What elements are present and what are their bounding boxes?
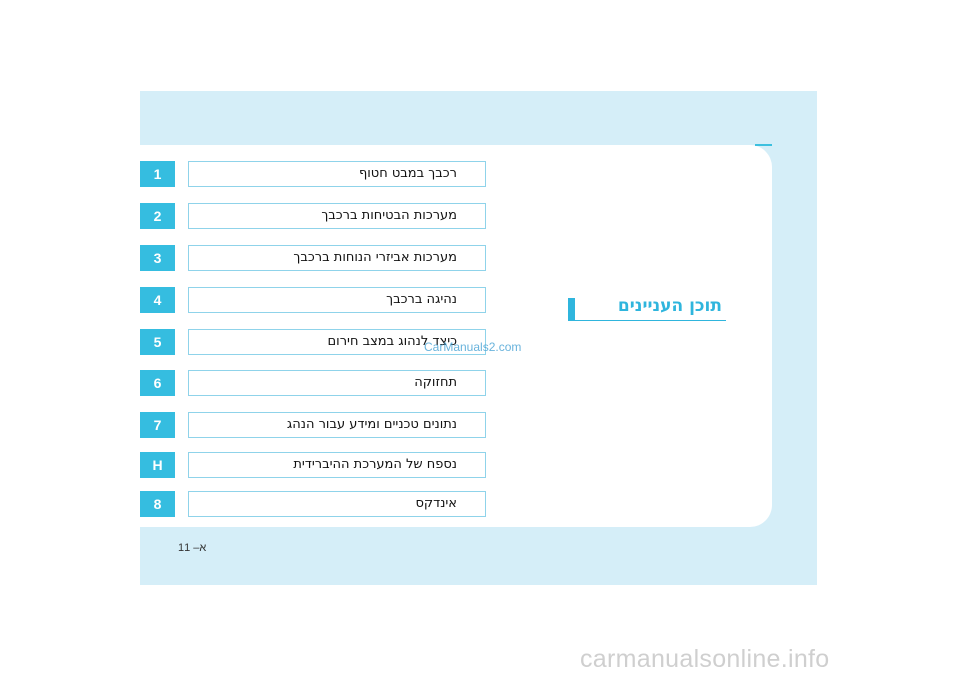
page-number: א– 11 <box>178 542 207 554</box>
toc-label: נהיגה ברכבך <box>188 287 486 313</box>
toc-label: נספח של המערכת ההיברידית <box>188 452 486 478</box>
toc-number: 7 <box>140 412 175 438</box>
toc-number: 6 <box>140 370 175 396</box>
toc-item-5[interactable]: 5 כיצד לנהוג במצב חירום <box>140 329 486 355</box>
heading-accent-bar <box>568 298 575 320</box>
page-title: תוכן העניינים <box>617 296 722 316</box>
toc-number: 4 <box>140 287 175 313</box>
toc-number: 2 <box>140 203 175 229</box>
watermark-bottom: carmanualsonline.info <box>580 645 830 673</box>
toc-number: 3 <box>140 245 175 271</box>
toc-number: H <box>140 452 175 478</box>
toc-number: 1 <box>140 161 175 187</box>
toc-number: 8 <box>140 491 175 517</box>
toc-item-3[interactable]: 3 מערכות אביזרי הנוחות ברכבך <box>140 245 486 271</box>
toc-label: רכבך במבט חטוף <box>188 161 486 187</box>
section-heading: תוכן העניינים <box>568 296 728 322</box>
heading-underline <box>568 320 726 321</box>
toc-item-1[interactable]: 1 רכבך במבט חטוף <box>140 161 486 187</box>
toc-number: 5 <box>140 329 175 355</box>
watermark-middle: CarManuals2.com <box>424 340 522 354</box>
toc-label: תחזוקה <box>188 370 486 396</box>
toc-item-4[interactable]: 4 נהיגה ברכבך <box>140 287 486 313</box>
toc-label: מערכות אביזרי הנוחות ברכבך <box>188 245 486 271</box>
toc-label: כיצד לנהוג במצב חירום <box>188 329 486 355</box>
toc-label: אינדקס <box>188 491 486 517</box>
toc-item-6[interactable]: 6 תחזוקה <box>140 370 486 396</box>
card-tab-accent <box>755 144 772 146</box>
toc-item-8[interactable]: 8 אינדקס <box>140 491 486 517</box>
toc-label: מערכות הבטיחות ברכבך <box>188 203 486 229</box>
toc-item-h[interactable]: H נספח של המערכת ההיברידית <box>140 452 486 478</box>
toc-item-2[interactable]: 2 מערכות הבטיחות ברכבך <box>140 203 486 229</box>
toc-label: נתונים טכניים ומידע עבור הנהג <box>188 412 486 438</box>
toc-item-7[interactable]: 7 נתונים טכניים ומידע עבור הנהג <box>140 412 486 438</box>
